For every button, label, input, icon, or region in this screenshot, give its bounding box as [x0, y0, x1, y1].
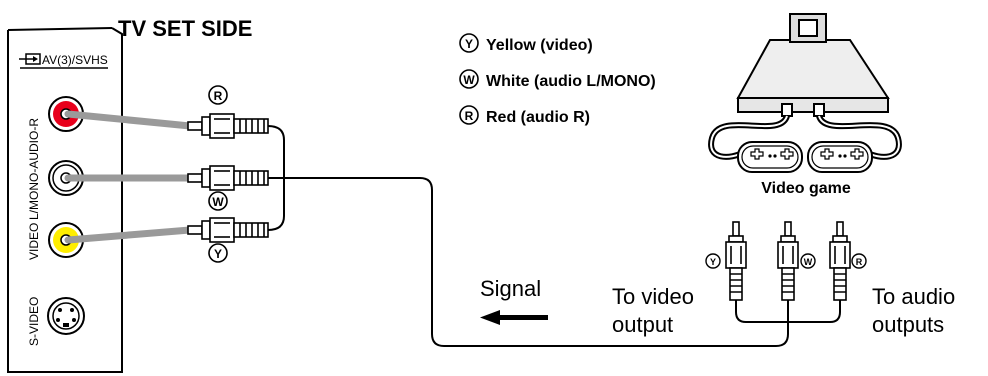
svg-text:R: R — [465, 109, 474, 123]
svg-text:Y: Y — [214, 247, 222, 261]
svg-text:Y: Y — [465, 37, 473, 51]
signal-label: Signal — [480, 276, 541, 301]
legend-item-white: W White (audio L/MONO) — [459, 69, 656, 90]
svg-text:Yellow (video): Yellow (video) — [486, 37, 593, 54]
output-marker-w: W — [800, 253, 816, 269]
svg-text:W: W — [212, 195, 224, 209]
svg-text:R: R — [856, 257, 863, 267]
audio-jack-label: L/MONO-AUDIO-R — [27, 118, 41, 220]
legend-item-yellow: Y Yellow (video) — [459, 33, 593, 54]
controller-right — [807, 141, 873, 173]
controller-left — [737, 141, 803, 173]
svideo-jack-label: S-VIDEO — [27, 297, 41, 346]
output-marker-r: R — [851, 253, 867, 269]
to-audio-outputs-line2: outputs — [872, 312, 944, 337]
tv-cable-stubs — [64, 110, 194, 244]
output-plug-white — [777, 221, 799, 301]
output-plug-red — [829, 221, 851, 301]
output-marker-y: Y — [705, 253, 721, 269]
svg-text:White (audio L/MONO): White (audio L/MONO) — [486, 73, 656, 90]
to-audio-outputs-line1: To audio — [872, 284, 955, 309]
legend-item-red: R Red (audio R) — [459, 105, 590, 126]
video-game-caption: Video game — [761, 180, 851, 197]
to-video-output-line1: To video — [612, 284, 694, 309]
input-arrow-icon — [19, 53, 41, 65]
plug-marker-w: W — [208, 191, 228, 211]
av-cable — [267, 125, 841, 347]
svg-text:W: W — [463, 73, 475, 87]
svideo-jack — [47, 297, 85, 335]
tv-set-side-title: TV SET SIDE — [118, 16, 252, 41]
controller-cords-inner — [710, 115, 900, 158]
tv-side-panel — [7, 27, 123, 373]
output-plug-video — [725, 221, 747, 301]
plug-marker-r: R — [208, 85, 228, 105]
svg-text:Red (audio R): Red (audio R) — [486, 109, 590, 126]
video-jack-label: VIDEO — [27, 223, 41, 260]
rca-plug-white — [187, 165, 269, 191]
to-video-output-line2: output — [612, 312, 673, 337]
input-label: AV(3)/SVHS — [42, 53, 108, 67]
plug-marker-y: Y — [208, 243, 228, 263]
signal-arrow-icon — [480, 310, 548, 325]
svg-text:Y: Y — [710, 257, 716, 267]
rca-plug-yellow — [187, 217, 269, 243]
rca-plug-red — [187, 113, 269, 139]
video-game-console — [736, 13, 890, 117]
svg-text:W: W — [804, 257, 813, 267]
svg-text:R: R — [214, 89, 223, 103]
